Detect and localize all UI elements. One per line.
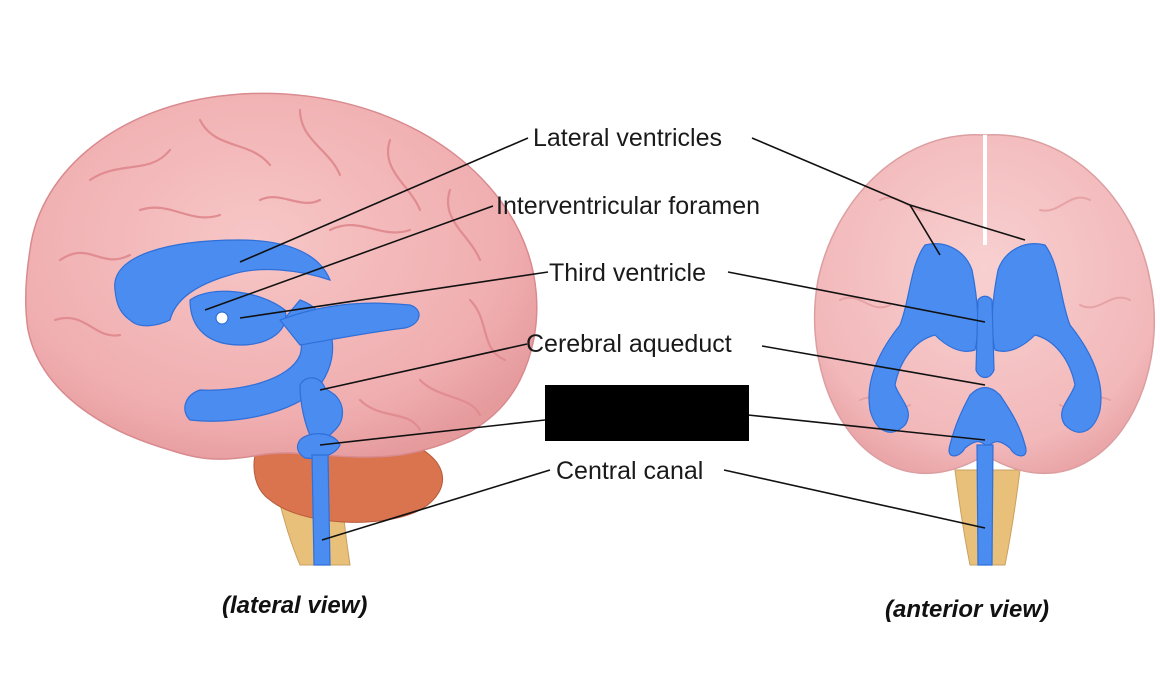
central-canal-anterior [976, 444, 994, 566]
third-ventricle-anterior [975, 295, 995, 379]
caption-lateral-view: (lateral view) [222, 592, 367, 619]
caption-anterior-view: (anterior view) [885, 596, 1049, 623]
label-third-ventricle: Third ventricle [549, 259, 706, 287]
redacted-label-box [545, 385, 749, 441]
third-ventricle-lateral [279, 302, 420, 346]
label-interventricular-foramen: Interventricular foramen [496, 192, 760, 220]
leader-lines [204, 137, 1026, 541]
gyri-lateral [53, 108, 507, 432]
label-cerebral-aqueduct: Cerebral aqueduct [526, 330, 732, 358]
central-canal-lateral [311, 454, 331, 566]
ventricles-lateral-view [114, 239, 420, 566]
interventricular-body [189, 290, 287, 346]
interventricular-foramen-hole [215, 311, 229, 325]
cerebral-aqueduct-lateral [299, 377, 344, 441]
right-lateral-ventricle-anterior [991, 243, 1102, 433]
left-lateral-ventricle-anterior [868, 243, 979, 433]
lateral-brain-icon [25, 92, 538, 566]
lateral-ventricle-body [114, 239, 332, 327]
label-central-canal: Central canal [556, 457, 703, 485]
lateral-ventricle-temporal-horn [184, 299, 334, 422]
cerebrum-lateral [25, 92, 538, 460]
label-lateral-ventricles: Lateral ventricles [533, 124, 722, 152]
